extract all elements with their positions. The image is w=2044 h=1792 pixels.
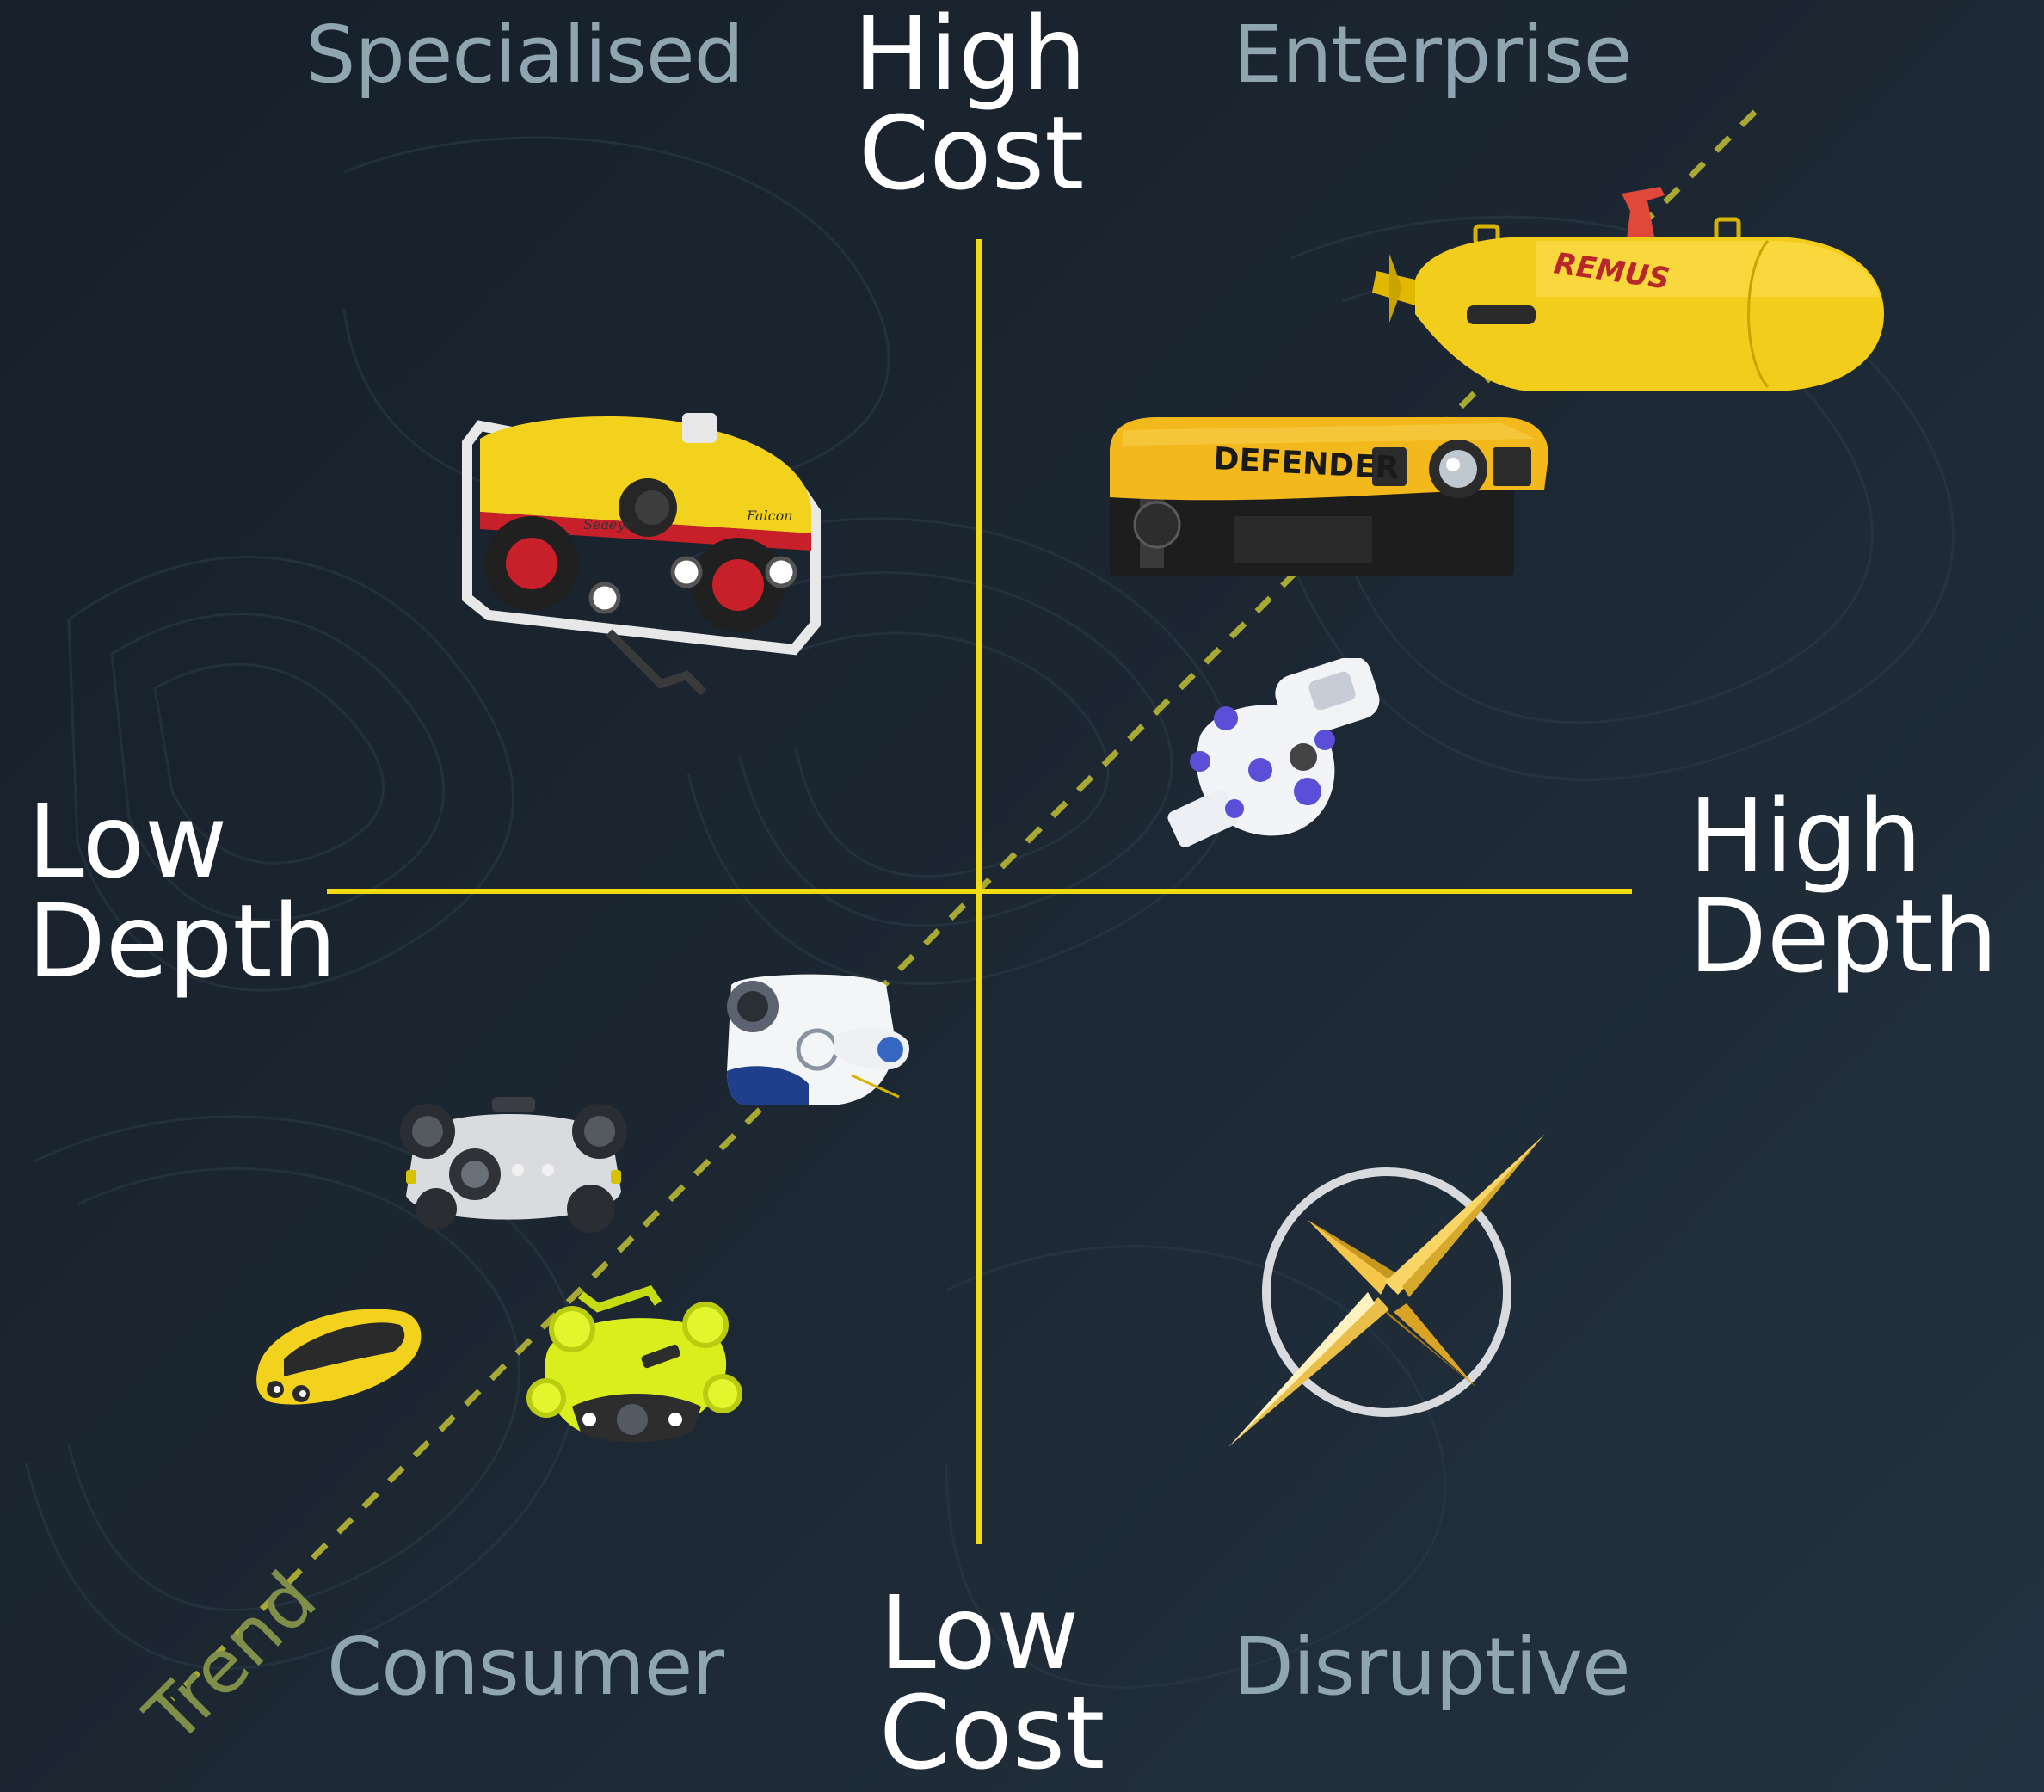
quadrant-label-specialised: Specialised bbox=[305, 9, 744, 101]
disruptive-x-logo-icon bbox=[1228, 1134, 1545, 1447]
falcon-device-label: Falcon bbox=[746, 508, 793, 524]
defender-rov-icon: DEFENDER bbox=[1110, 417, 1548, 576]
quadrant-label-disruptive: Disruptive bbox=[1233, 1621, 1631, 1713]
quadrant-label-enterprise: Enterprise bbox=[1233, 9, 1632, 101]
axis-label-low-cost-line2: Cost bbox=[879, 1673, 1105, 1792]
axis-label-high-depth-line2: Depth bbox=[1689, 877, 1998, 995]
blueye-drone-icon bbox=[727, 974, 910, 1105]
axis-label-low-cost-line1: Low bbox=[879, 1573, 1080, 1692]
fifish-drone-icon bbox=[526, 1285, 742, 1443]
axis-label-low-depth-line2: Depth bbox=[28, 882, 337, 1001]
grey-underwater-drone-icon bbox=[400, 1097, 627, 1233]
axis-label-low-depth: Low Depth bbox=[28, 782, 337, 1001]
seaeye-device-label: Seaeye bbox=[583, 516, 633, 533]
axis-label-high-cost: High Cost bbox=[853, 0, 1087, 212]
axis-label-high-cost-line2: Cost bbox=[859, 94, 1085, 212]
axis-label-high-depth-line1: High bbox=[1689, 777, 1923, 896]
yellow-small-drone-icon bbox=[256, 1309, 422, 1405]
axis-label-high-depth: High Depth bbox=[1689, 777, 1998, 995]
axis-label-high-cost-line1: High bbox=[853, 0, 1087, 113]
seaeye-falcon-rov-icon: Seaeye Falcon bbox=[462, 413, 821, 696]
white-compact-rov-icon bbox=[1167, 658, 1380, 847]
axis-label-low-cost: Low Cost bbox=[879, 1573, 1105, 1792]
quadrant-label-consumer: Consumer bbox=[327, 1621, 724, 1713]
axis-label-low-depth-line1: Low bbox=[28, 782, 228, 901]
remus-auv-icon: REMUS bbox=[1372, 187, 1884, 391]
